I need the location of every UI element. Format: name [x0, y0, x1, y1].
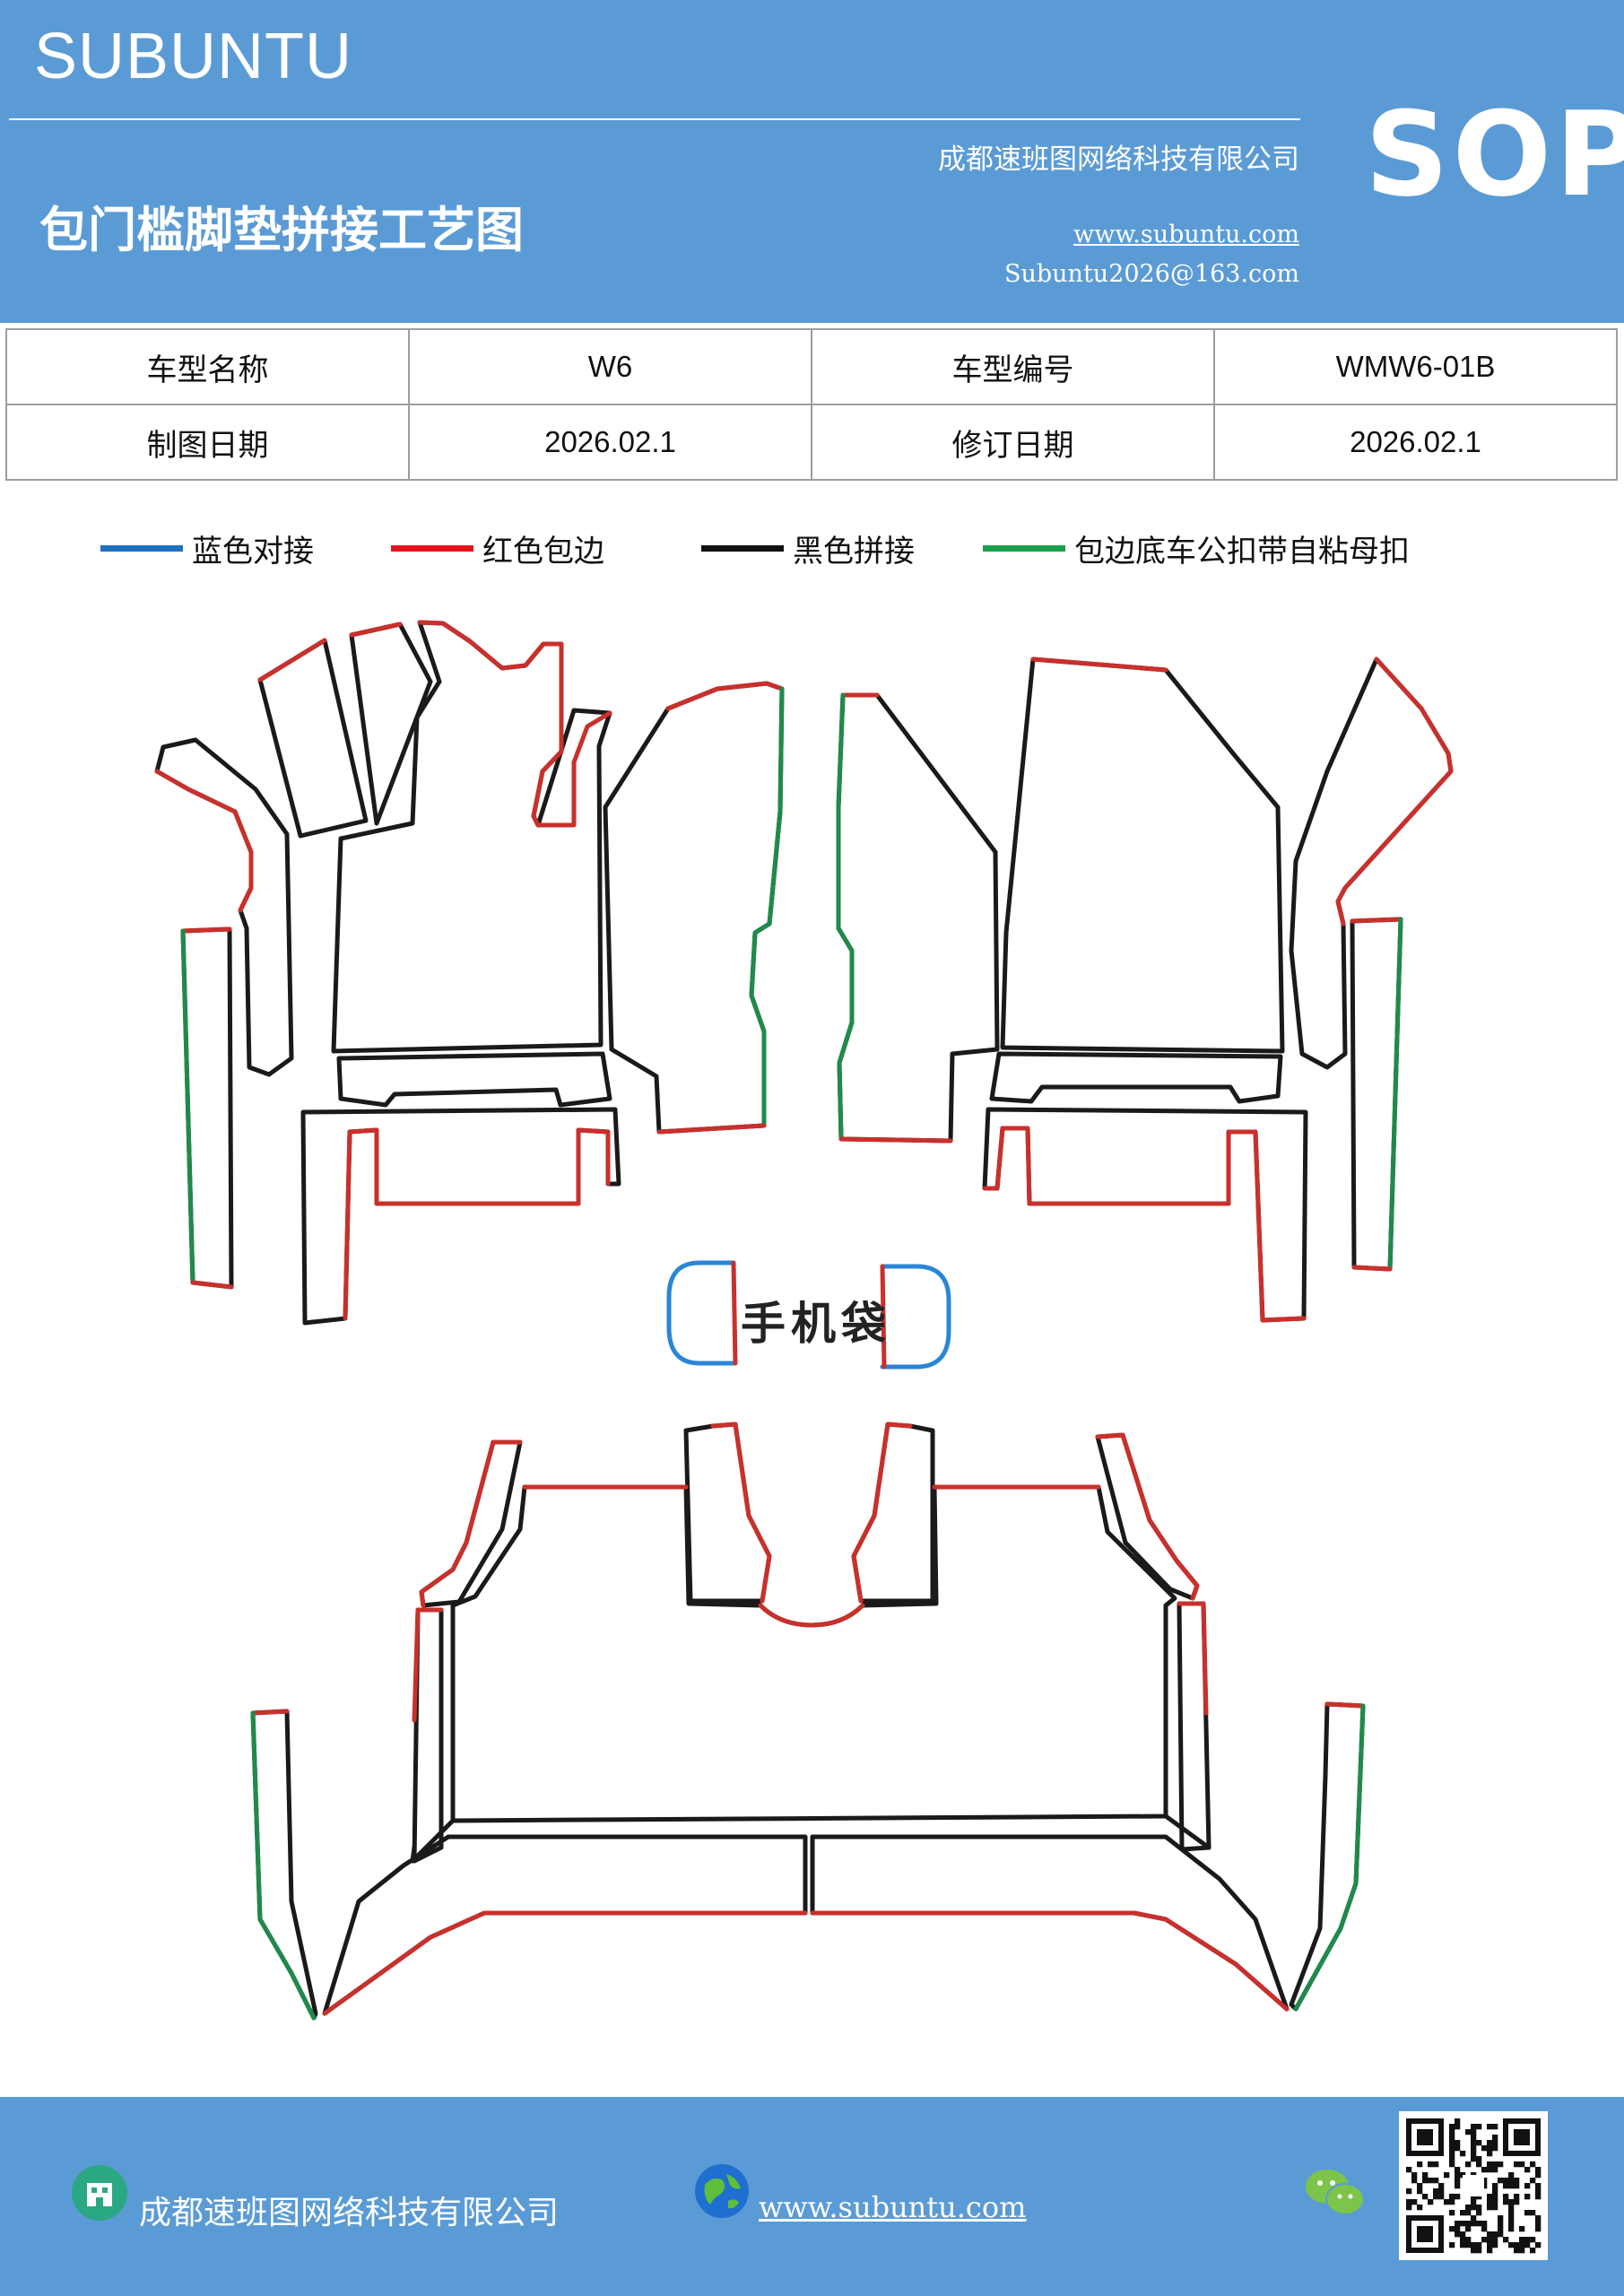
legend-label: 黑色拼接 — [793, 533, 915, 570]
table-cell: WMW6-01B — [1213, 328, 1618, 405]
legend-swatch — [391, 544, 473, 552]
rear-far-right-strip — [1289, 1701, 1366, 2012]
table-cell: 修订日期 — [811, 404, 1215, 481]
legend-item-green: 包边底车公扣带自粘母扣 — [983, 526, 1410, 570]
driver-mat — [331, 620, 612, 1054]
rear-left-corner-strip — [419, 1439, 523, 1608]
front-left-diagonal-strip-2 — [349, 622, 433, 826]
table-row: 车型名称 W6 车型编号 WMW6-01B — [5, 328, 1618, 405]
legend-item-red: 红色包边 — [391, 526, 604, 570]
globe-icon — [695, 2164, 749, 2218]
table-cell: 车型名称 — [5, 328, 410, 405]
table-cell: 车型编号 — [811, 328, 1215, 405]
front-right-pillar-piece — [1289, 657, 1454, 1070]
qr-code — [1399, 2111, 1548, 2260]
rear-left-side-strip — [412, 1607, 444, 1864]
table-row: 制图日期 2026.02.1 修订日期 2026.02.1 — [5, 404, 1618, 481]
rear-right-tab — [851, 1422, 935, 1604]
footer: 成都速班图网络科技有限公司 www.subuntu.com — [0, 2097, 1624, 2296]
legend-label: 蓝色对接 — [192, 533, 314, 570]
front-left-vertical-strip — [180, 926, 234, 1290]
legend-label: 包边底车公扣带自粘母扣 — [1074, 533, 1410, 570]
legend-swatch — [983, 544, 1065, 552]
table-cell: 制图日期 — [5, 404, 410, 481]
front-right-vertical-strip — [1350, 917, 1403, 1272]
passenger-mat — [1000, 657, 1285, 1054]
sop-badge: SOP — [1365, 86, 1624, 222]
rear-right-side-strip — [1177, 1601, 1211, 1852]
line-legend: 蓝色对接 红色包边 黑色拼接 包边底车公扣带自粘母扣 — [0, 526, 1624, 579]
phone-pouch-label: 手机袋 — [741, 1298, 891, 1350]
document-title: 包门槛脚垫拼接工艺图 — [39, 202, 524, 258]
legend-item-blue: 蓝色对接 — [100, 526, 314, 570]
driver-heel-strip — [336, 1051, 612, 1108]
rear-threshold-right — [810, 1834, 1290, 2012]
qr-code-pattern — [1406, 2118, 1541, 2254]
rear-right-corner-strip — [1095, 1432, 1200, 1601]
header-email: Subuntu2026@163.com — [1004, 260, 1299, 288]
footer-website-link[interactable]: www.subuntu.com — [759, 2190, 1027, 2224]
phone-pouch — [666, 1260, 951, 1370]
rear-far-left-strip — [250, 1709, 318, 2021]
legend-swatch — [100, 544, 183, 552]
legend-label: 红色包边 — [482, 533, 604, 570]
tunnel-left-panel — [603, 681, 785, 1135]
rear-threshold-left — [322, 1834, 808, 2016]
front-left-threshold — [300, 1107, 621, 1326]
table-cell: 2026.02.1 — [1213, 404, 1618, 481]
header-company-name: 成都速班图网络科技有限公司 — [938, 144, 1299, 176]
vehicle-info-table: 车型名称 W6 车型编号 WMW6-01B 制图日期 2026.02.1 修订日… — [5, 328, 1618, 481]
rear-inner-separators — [410, 1813, 1211, 1864]
brand-logo-text: SUBUNTU — [34, 21, 353, 92]
front-left-pillar-piece — [154, 737, 294, 1077]
legend-swatch — [701, 544, 784, 552]
header-divider — [9, 118, 1300, 120]
header-website-link[interactable]: www.subuntu.com — [1073, 221, 1299, 248]
wechat-icon — [1306, 2170, 1365, 2215]
front-right-threshold — [982, 1107, 1308, 1323]
front-left-diagonal-strip-1 — [257, 638, 369, 839]
rear-left-tab — [683, 1422, 772, 1604]
footer-company-name: 成都速班图网络科技有限公司 — [139, 2195, 560, 2231]
table-cell: W6 — [408, 328, 812, 405]
passenger-heel-strip — [989, 1051, 1283, 1104]
table-cell: 2026.02.1 — [408, 404, 812, 481]
legend-item-black: 黑色拼接 — [701, 526, 915, 570]
building-icon — [72, 2165, 127, 2221]
rear-main-mat — [450, 1484, 1177, 1823]
tunnel-right-panel — [836, 692, 1000, 1144]
header: SUBUNTU 包门槛脚垫拼接工艺图 成都速班图网络科技有限公司 www.sub… — [0, 0, 1624, 323]
